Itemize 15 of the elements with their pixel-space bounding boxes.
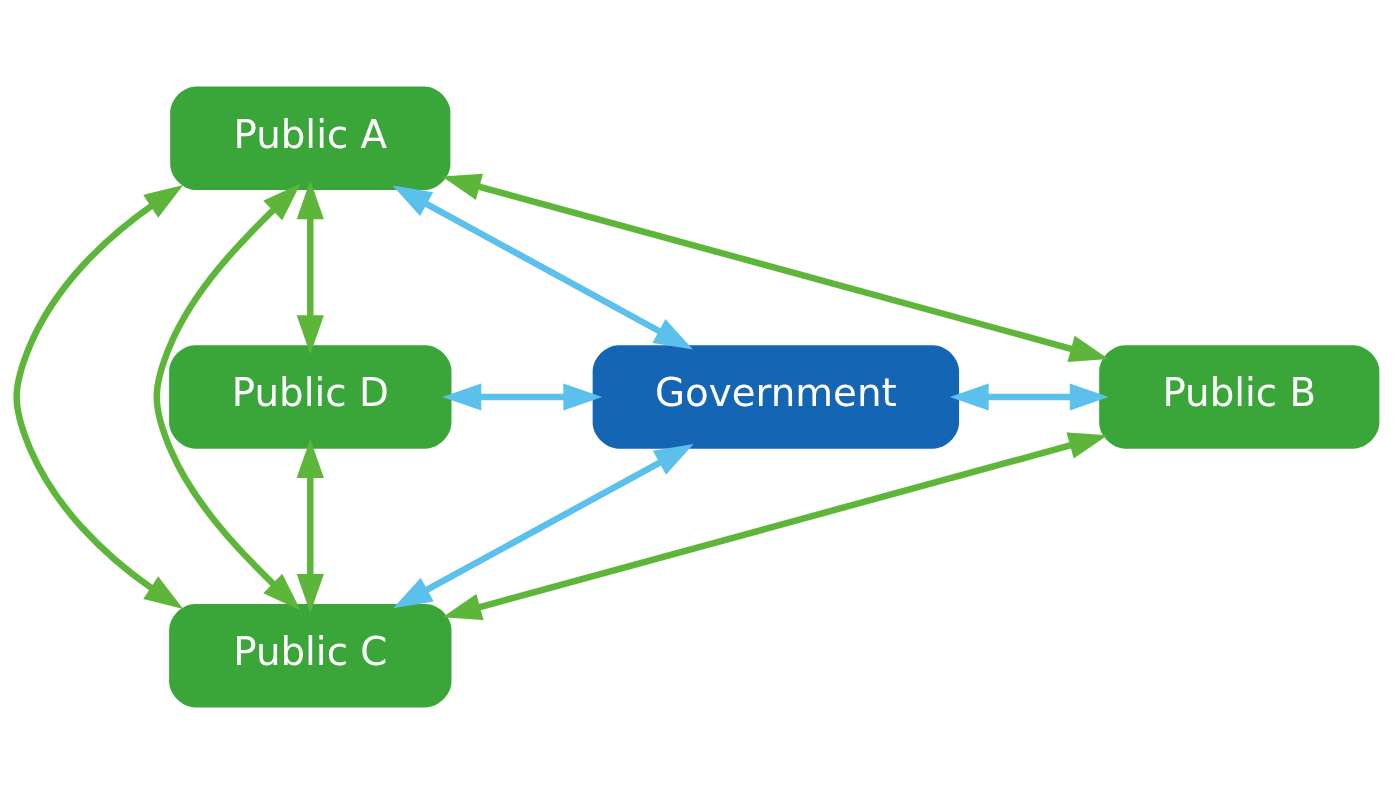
arrow xyxy=(296,179,324,354)
node-box: Government xyxy=(592,344,960,449)
arrow xyxy=(949,382,1109,411)
node-box: Public B xyxy=(1099,344,1380,449)
arrow xyxy=(296,438,324,613)
arrow xyxy=(153,183,301,610)
arrow xyxy=(13,184,184,609)
arrow xyxy=(442,382,603,411)
node-box: Public D xyxy=(169,344,452,449)
node-box: Public A xyxy=(170,86,451,190)
node-box: Public C xyxy=(169,603,452,707)
arrow xyxy=(441,173,1109,362)
arrow xyxy=(393,443,694,608)
arrow xyxy=(442,431,1108,620)
arrow xyxy=(392,184,693,350)
